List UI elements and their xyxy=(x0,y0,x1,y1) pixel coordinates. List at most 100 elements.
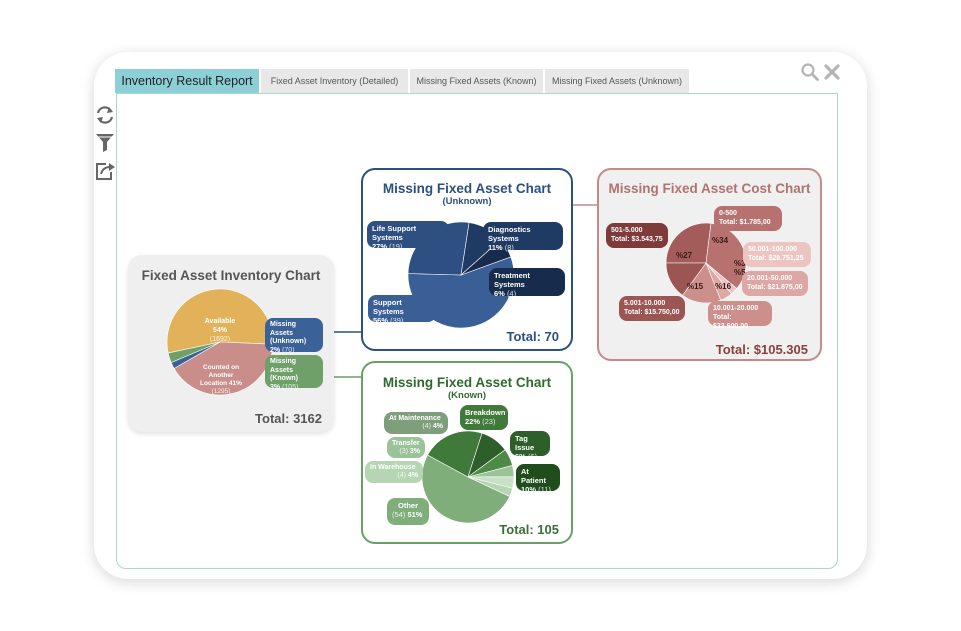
cost-slice-label-p15: %15 xyxy=(687,282,704,291)
label-treatment-name: Treatment Systems xyxy=(494,271,530,289)
tab-fixed-asset-inventory-detailed[interactable]: Fixed Asset Inventory (Detailed) xyxy=(261,69,408,93)
label-at-patient-count: (11) xyxy=(538,485,551,494)
tab-missing-fixed-assets-unknown[interactable]: Missing Fixed Assets (Unknown) xyxy=(545,69,689,93)
label-breakdown-name: Breakdown xyxy=(465,408,506,417)
label-cost-5001-10000-range: 5.001-10.000 xyxy=(624,300,666,307)
label-support-systems-count: (39) xyxy=(390,316,404,325)
label-tag-issue-pct: 6% xyxy=(515,452,526,461)
known-chart-title: Missing Fixed Asset Chart xyxy=(382,375,552,390)
label-available-name: Available xyxy=(204,318,236,325)
label-life-support-pct: 27% xyxy=(372,242,388,251)
label-at-patient-name: At Patient xyxy=(521,467,547,485)
label-breakdown-pct: 22% xyxy=(465,417,481,426)
label-missing-known-name-2: (Known) xyxy=(270,375,298,382)
search-icon[interactable] xyxy=(801,63,819,81)
label-cost-501-5000-total: Total: $3.543,75 xyxy=(611,236,663,243)
label-cost-50001-100000: 50.001-100.000 Total: $28.751,25 xyxy=(743,242,811,267)
label-other-pct: 51% xyxy=(407,510,423,519)
label-breakdown: Breakdown 22% (23) xyxy=(460,405,508,430)
unknown-chart-total: Total: 70 xyxy=(506,329,560,344)
label-diagnostics-count: (8) xyxy=(504,243,514,252)
label-missing-unknown: Missing Assets (Unknown) 2% (70) xyxy=(265,318,323,354)
label-life-support-name: Life Support Systems xyxy=(372,224,417,242)
label-at-patient: At Patient 10% (11) xyxy=(516,464,560,494)
label-tag-issue-count: (6) xyxy=(527,452,538,461)
label-diagnostics: Diagnostics Systems 11% (8) xyxy=(483,222,563,252)
label-counted-name-2: Location 41% xyxy=(200,380,242,387)
label-cost-5001-10000: 5.001-10.000 Total: $15.750,00 xyxy=(619,296,685,321)
slice-cost-5001-10000 xyxy=(665,262,707,296)
label-breakdown-count: (23) xyxy=(482,417,496,426)
label-other-name: Other xyxy=(397,501,418,510)
label-at-maintenance-name: At Maintenance xyxy=(389,415,441,422)
label-other-count: (54) xyxy=(392,510,406,519)
label-in-warehouse: In Warehouse (4) 4% xyxy=(365,461,423,483)
label-cost-501-5000-range: 501-5.000 xyxy=(611,227,643,234)
label-cost-10001-20000-range: 10.001-20.000 xyxy=(713,305,759,312)
slice-cost-501-5000 xyxy=(665,222,712,264)
close-icon[interactable] xyxy=(824,64,840,80)
slice-breakdown xyxy=(427,430,483,478)
label-available-count: (1692) xyxy=(209,336,231,343)
export-icon[interactable] xyxy=(94,160,116,182)
label-treatment-pct: 6% xyxy=(494,289,505,298)
label-transfer: Transfer (3) 3% xyxy=(387,437,425,458)
label-at-maintenance: At Maintenance (4) 4% xyxy=(384,412,448,434)
label-missing-known-count: (105) xyxy=(282,383,299,391)
inventory-chart-total: Total: 3162 xyxy=(255,411,322,426)
label-available-pct: 54% xyxy=(212,327,227,334)
label-at-maintenance-count: (4) xyxy=(422,423,431,430)
label-missing-unknown-count: (70) xyxy=(282,346,295,354)
cost-slice-label-p16: %16 xyxy=(715,282,732,291)
label-in-warehouse-name: In Warehouse xyxy=(370,464,416,471)
slice-transfer xyxy=(467,476,513,497)
unknown-chart-title: Missing Fixed Asset Chart xyxy=(382,181,552,196)
label-support-systems-name: Support Systems xyxy=(373,298,404,316)
cost-chart-total: Total: $105.305 xyxy=(715,342,808,357)
label-missing-known: Missing Assets (Known) 3% (105) xyxy=(265,355,323,391)
label-cost-50001-100000-range: 50.001-100.000 xyxy=(748,246,798,253)
refresh-icon[interactable] xyxy=(94,104,116,126)
label-cost-0-500-range: 0-500 xyxy=(719,210,737,217)
label-cost-50001-100000-total: Total: $28.751,25 xyxy=(748,255,804,262)
label-counted-name-1: Counted on Another xyxy=(202,364,240,379)
label-tag-issue: Tag Issue 6% (6) xyxy=(510,431,550,461)
label-diagnostics-name: Diagnostics Systems xyxy=(488,225,531,243)
label-available: Available 54% (1692) xyxy=(197,314,243,347)
label-counted-count: (1295) xyxy=(211,388,231,395)
cost-chart-title: Missing Fixed Asset Cost Chart xyxy=(608,181,811,196)
known-chart-subtitle: (Known) xyxy=(448,390,486,401)
cost-slice-label-p5: %5 xyxy=(734,268,746,277)
tab-missing-fixed-assets-known[interactable]: Missing Fixed Assets (Known) xyxy=(410,69,543,93)
label-cost-501-5000: 501-5.000 Total: $3.543,75 xyxy=(606,223,668,248)
label-counted-another-location: Counted on Another Location 41% (1295) xyxy=(185,361,257,399)
filter-icon[interactable] xyxy=(94,131,116,153)
label-life-support-count: (19) xyxy=(389,242,403,251)
label-transfer-pct: 3% xyxy=(409,448,420,455)
label-in-warehouse-pct: 4% xyxy=(407,472,418,479)
label-missing-unknown-pct: 2% xyxy=(270,346,281,354)
label-cost-0-500-total: Total: $1.785,00 xyxy=(719,219,771,226)
label-life-support: Life Support Systems 27% (19) xyxy=(367,221,449,251)
label-support-systems-pct: 56% xyxy=(373,316,389,325)
label-cost-10001-20000-total: Total: $33.600,00 xyxy=(713,314,749,330)
label-other: Other (54) 51% xyxy=(387,498,429,525)
label-tag-issue-name: Tag Issue xyxy=(515,434,535,452)
label-in-warehouse-count: (4) xyxy=(397,472,406,479)
label-cost-10001-20000: 10.001-20.000 Total: $33.600,00 xyxy=(708,301,772,330)
label-missing-unknown-name-2: (Unknown) xyxy=(270,338,307,345)
cost-slice-label-p27: %27 xyxy=(676,251,693,260)
inventory-chart-title: Fixed Asset Inventory Chart xyxy=(141,268,321,283)
label-at-patient-pct: 10% xyxy=(521,485,537,494)
label-missing-unknown-name-1: Missing Assets xyxy=(270,321,297,337)
label-missing-known-pct: 3% xyxy=(270,383,281,391)
label-transfer-name: Transfer xyxy=(392,440,420,447)
label-cost-20001-50000-range: 20.001-50.000 xyxy=(747,275,793,282)
label-treatment-count: (4) xyxy=(506,289,517,298)
cost-slice-label-p3: %3 xyxy=(734,259,746,268)
cost-slice-label-p34: %34 xyxy=(712,236,729,245)
tab-inventory-result-report[interactable]: Inventory Result Report xyxy=(115,69,259,93)
